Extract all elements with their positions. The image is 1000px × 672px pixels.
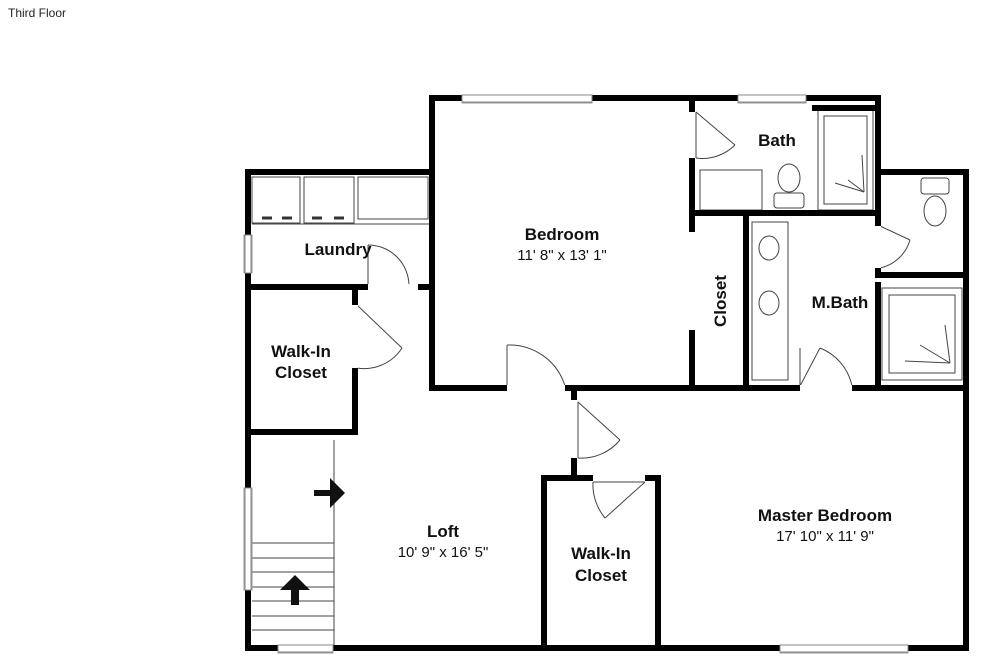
stair-arrows: [280, 478, 345, 605]
room-label-loft: Loft: [427, 522, 459, 541]
window-openings: [244, 94, 909, 653]
room-label-mbath: M.Bath: [812, 293, 869, 312]
room-label-walkin-2-line1: Walk-In: [571, 544, 631, 563]
room-dims-bedroom: 11' 8" x 13' 1": [517, 247, 607, 264]
room-label-master: Master Bedroom: [758, 506, 892, 525]
room-label-closet: Closet: [711, 275, 730, 327]
arrow-right-icon: [314, 478, 345, 508]
room-label-laundry: Laundry: [304, 240, 372, 259]
room-label-bedroom: Bedroom: [525, 225, 600, 244]
arrow-up-icon: [280, 575, 310, 605]
room-dims-loft: 10' 9" x 16' 5": [398, 544, 489, 561]
floor-title: Third Floor: [8, 6, 67, 20]
room-label-bath: Bath: [758, 131, 796, 150]
room-dims-master: 17' 10" x 11' 9": [776, 528, 874, 545]
room-label-walkin-2-line2: Closet: [575, 566, 627, 585]
doors: [356, 111, 911, 519]
room-label-walkin-1-line2: Closet: [275, 363, 327, 382]
room-label-walkin-1-line1: Walk-In: [271, 342, 331, 361]
